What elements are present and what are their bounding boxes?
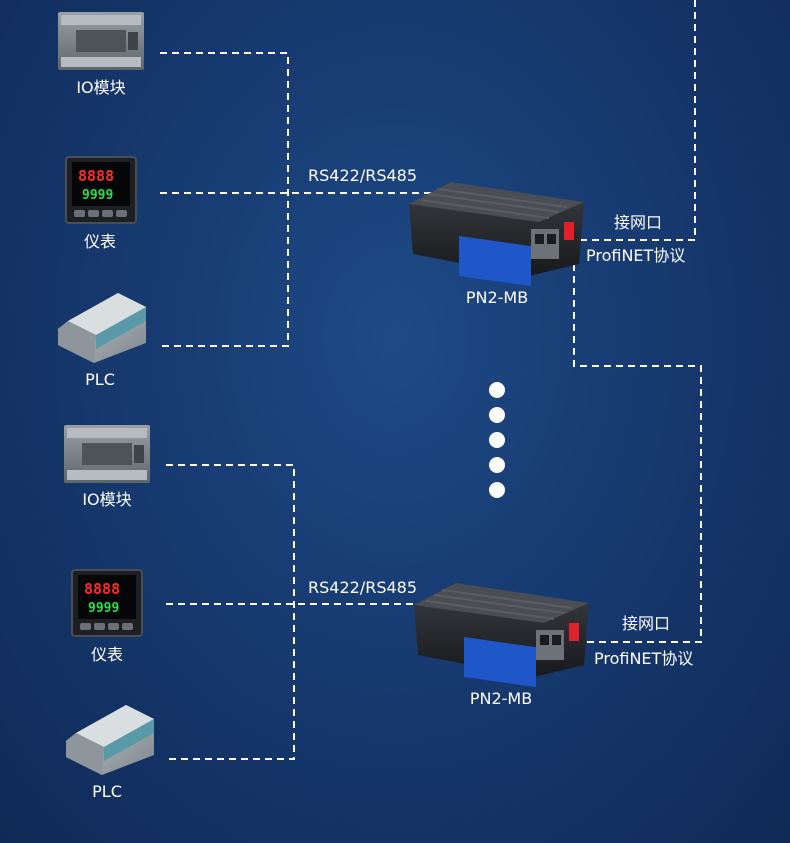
- svg-text:9999: 9999: [82, 188, 113, 203]
- ellipsis-dot: [489, 482, 505, 498]
- meter-icon: 8888 9999: [65, 156, 137, 224]
- svg-text:8888: 8888: [84, 580, 120, 598]
- protocol-label: ProfiNET协议: [594, 649, 694, 668]
- io-module-icon: [58, 12, 144, 70]
- bus-label: RS422/RS485: [308, 166, 418, 185]
- eth-port-label: 接网口: [622, 614, 671, 633]
- meter-label: 仪表: [90, 645, 124, 664]
- plc-icon: [66, 705, 154, 775]
- gateway-device-icon: [414, 583, 589, 688]
- ellipsis-dots: [489, 382, 505, 498]
- ellipsis-dot: [489, 432, 505, 448]
- plc-label: PLC: [92, 782, 122, 801]
- ellipsis-dot: [489, 407, 505, 423]
- ellipsis-dot: [489, 382, 505, 398]
- io-module-label: IO模块: [76, 78, 126, 97]
- link-io-2: [166, 464, 295, 760]
- link-io-1: [160, 52, 289, 347]
- meter-icon: 8888 9999: [71, 569, 143, 637]
- svg-text:8888: 8888: [78, 167, 114, 185]
- eth-port-label: 接网口: [614, 213, 663, 232]
- protocol-label: ProfiNET协议: [586, 246, 686, 265]
- bus-label: RS422/RS485: [308, 578, 418, 597]
- chain-link: [573, 252, 702, 643]
- io-module-icon: [64, 425, 150, 483]
- gateway-device-icon: [409, 182, 584, 287]
- ellipsis-dot: [489, 457, 505, 473]
- gateway-label: PN2-MB: [465, 288, 529, 307]
- plc-label: PLC: [85, 370, 115, 389]
- uplink-top: [572, 0, 696, 241]
- gateway-label: PN2-MB: [469, 689, 533, 708]
- meter-label: 仪表: [83, 232, 117, 251]
- plc-icon: [58, 293, 146, 363]
- svg-text:9999: 9999: [88, 601, 119, 616]
- io-module-label: IO模块: [82, 490, 132, 509]
